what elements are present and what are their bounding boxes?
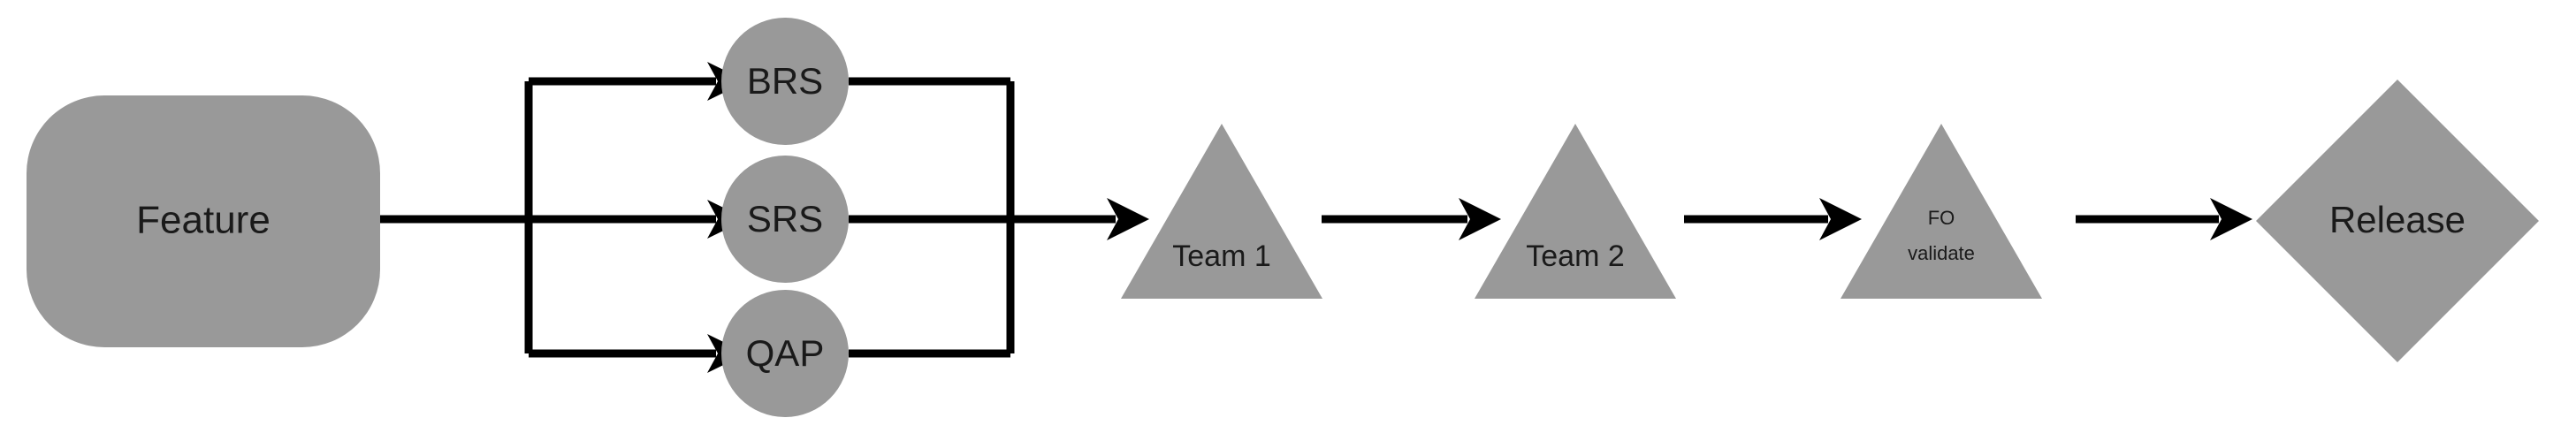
node-brs[interactable]: BRS [721, 18, 849, 145]
arrow-head-icon [1819, 198, 1862, 240]
node-release[interactable]: Release [2256, 80, 2539, 362]
brs-label: BRS [747, 60, 823, 102]
edge-merge-to-team1 [849, 198, 1149, 240]
edge-fork-to-brs [529, 62, 747, 101]
fo-validate-label-line1: FO [1928, 207, 1955, 229]
release-label: Release [2329, 199, 2465, 240]
team2-shape [1475, 124, 1676, 299]
team1-shape [1121, 124, 1322, 299]
fo-validate-label-line2: validate [1908, 242, 1975, 264]
qap-label: QAP [746, 332, 825, 374]
edge-fo-validate-to-release [2076, 198, 2252, 240]
node-qap[interactable]: QAP [721, 290, 849, 417]
srs-shape [721, 156, 849, 283]
edge-fork-to-qap [529, 334, 747, 373]
node-srs[interactable]: SRS [721, 156, 849, 283]
node-team2[interactable]: Team 2 [1475, 124, 1676, 299]
feature-shape [27, 95, 380, 347]
release-shape [2256, 80, 2539, 362]
node-feature[interactable]: Feature [27, 95, 380, 347]
team2-label: Team 2 [1526, 239, 1625, 273]
qap-shape [721, 290, 849, 417]
brs-shape [721, 18, 849, 145]
edge-team2-to-fo-validate [1684, 198, 1862, 240]
node-team1[interactable]: Team 1 [1121, 124, 1322, 299]
feature-label: Feature [136, 199, 271, 242]
arrow-head-icon [2210, 198, 2252, 240]
arrow-head-icon [1107, 198, 1149, 240]
node-fo-validate[interactable]: FO validate [1841, 124, 2042, 299]
edge-team1-to-team2 [1322, 198, 1501, 240]
srs-label: SRS [747, 198, 823, 239]
team1-label: Team 1 [1172, 239, 1271, 273]
edge-fork-to-srs [529, 200, 747, 239]
arrow-head-icon [1459, 198, 1501, 240]
fo-validate-shape [1841, 124, 2042, 299]
